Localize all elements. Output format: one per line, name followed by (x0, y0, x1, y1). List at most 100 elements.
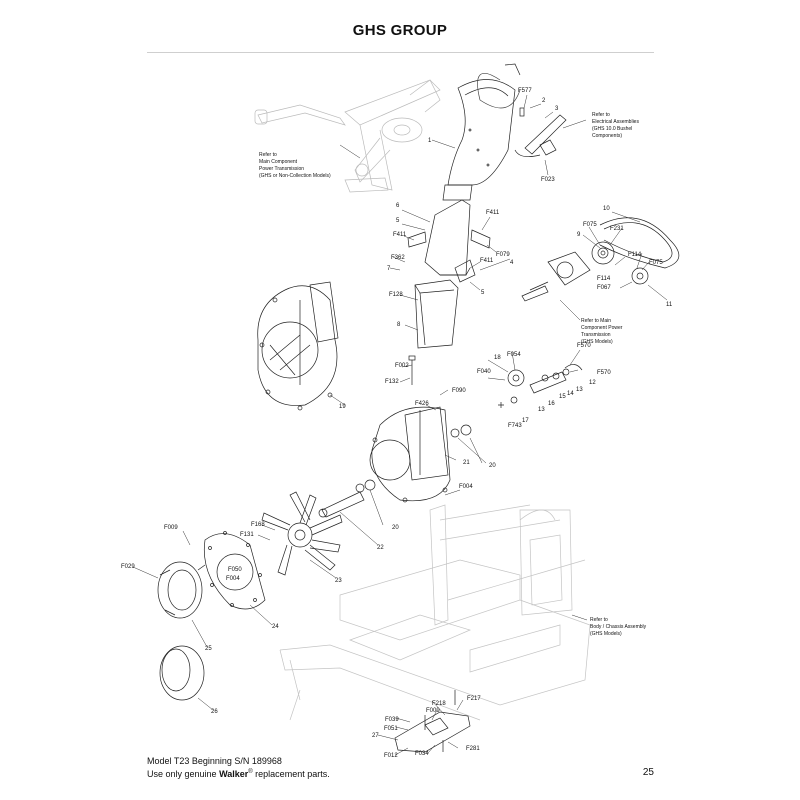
svg-text:Main Component: Main Component (259, 159, 298, 165)
fan-shaft-assembly (498, 364, 583, 408)
callout-f023: F023 (541, 177, 555, 183)
callout-f743: F743 (508, 423, 522, 429)
callout-25: 25 (205, 646, 212, 652)
pulley-9 (591, 241, 615, 265)
callout-f009b: F009 (426, 708, 440, 714)
callout-f362: F362 (391, 255, 405, 261)
fan-housing-rear-part (257, 281, 339, 411)
discharge-chute-part (442, 63, 521, 201)
svg-text:Refer to: Refer to (259, 152, 277, 158)
mount-bracket-part (394, 690, 471, 753)
callout-f012: F012 (384, 753, 398, 759)
callout-f577: F577 (518, 88, 532, 94)
svg-text:(GHS Models): (GHS Models) (581, 339, 613, 345)
svg-text:Transmission: Transmission (581, 332, 611, 338)
svg-text:Refer to: Refer to (592, 112, 610, 118)
fan-housing-front-part (369, 406, 451, 503)
chute-control-linkage-part (514, 107, 567, 157)
bearings-20 (355, 424, 472, 493)
chute-base-part (407, 199, 491, 283)
hose-collar-part (159, 645, 205, 701)
callout-f075a: F075 (583, 222, 597, 228)
brand-name: Walker (219, 769, 249, 779)
refer-note-electrical: Refer to Electrical Assemblies (GHS 10.0… (592, 112, 639, 139)
callout-20b: 20 (392, 525, 399, 531)
callout-21: 21 (463, 460, 470, 466)
page-title: GHS GROUP (352, 22, 448, 39)
refer-note-main-power: Refer to Main Component Power Transmissi… (581, 318, 623, 345)
callout-17: 17 (522, 418, 529, 424)
page-number: 25 (642, 767, 654, 778)
callout-labels: F577 2 3 1 F023 6 5 F411 F411 F079 7 F36… (121, 88, 673, 759)
footer-model-line: Model T23 Beginning S/N 189968 (147, 756, 282, 766)
refer-note-body-chassis: Refer to Body / Chassis Assembly (GHS Mo… (590, 617, 647, 637)
footer: Model T23 Beginning S/N 189968 Use only … (147, 756, 330, 780)
ghost-chassis-drawing (279, 504, 591, 721)
callout-f002: F002 (395, 363, 409, 369)
callout-f411c: F411 (480, 258, 494, 264)
callout-3: 3 (555, 106, 559, 112)
callout-f039: F039 (385, 717, 399, 723)
callout-f051: F051 (384, 726, 398, 732)
callout-f426: F426 (415, 401, 429, 407)
callout-f570a: F570 (577, 343, 591, 349)
callout-15: 15 (559, 394, 566, 400)
bolt-f002 (408, 355, 416, 385)
callout-f004a: F004 (459, 484, 473, 490)
callout-8: 8 (397, 322, 401, 328)
callout-f131: F131 (240, 532, 254, 538)
callout-f570b: F570 (597, 370, 611, 376)
callout-27: 27 (372, 733, 379, 739)
callout-f411b: F411 (486, 210, 500, 216)
callout-14: 14 (567, 391, 574, 397)
callout-4: 4 (510, 260, 514, 266)
drive-belt-part (599, 217, 680, 269)
callout-19: 19 (339, 404, 346, 410)
svg-text:(GHS Models): (GHS Models) (590, 631, 622, 637)
callout-f114a: F114 (628, 252, 642, 258)
svg-text:Body / Chassis Assembly: Body / Chassis Assembly (590, 624, 647, 630)
callout-f132: F132 (385, 379, 399, 385)
callout-f004b: F004 (226, 576, 240, 582)
callout-10: 10 (603, 206, 610, 212)
callout-f079: F079 (496, 252, 510, 258)
callout-f231: F231 (610, 226, 624, 232)
svg-text:Component Power: Component Power (581, 325, 623, 331)
inlet-ring-part (157, 561, 206, 619)
cover-plate-part (203, 531, 266, 610)
callout-13b: 13 (538, 407, 545, 413)
callout-f029: F029 (121, 564, 135, 570)
fan-impeller-part (261, 491, 343, 576)
callout-f128: F128 (389, 292, 403, 298)
callout-f054: F054 (507, 352, 521, 358)
svg-text:Power Transmission: Power Transmission (259, 166, 304, 172)
callout-f075b: F075 (649, 260, 663, 266)
callout-6: 6 (396, 203, 400, 209)
callout-leaders (132, 94, 668, 756)
refer-note-main-component: Refer to Main Component Power Transmissi… (259, 152, 331, 179)
callout-1: 1 (428, 138, 432, 144)
callout-f034: F034 (415, 751, 429, 757)
callout-16: 16 (548, 401, 555, 407)
title-divider (147, 52, 654, 53)
callout-f217: F217 (467, 696, 481, 702)
ghost-transmission-drawing (254, 79, 441, 193)
fan-shaft-22 (318, 491, 365, 518)
callout-23: 23 (335, 578, 342, 584)
svg-text:Refer to: Refer to (590, 617, 608, 623)
callout-7: 7 (387, 266, 391, 272)
svg-text:Components): Components) (592, 133, 622, 139)
callout-18: 18 (494, 355, 501, 361)
svg-text:Electrical Assemblies: Electrical Assemblies (592, 119, 639, 125)
svg-text:Refer to Main: Refer to Main (581, 318, 611, 324)
svg-text:(GHS 10.0 Bushel: (GHS 10.0 Bushel (592, 126, 632, 132)
callout-24: 24 (272, 624, 279, 630)
callout-20a: 20 (489, 463, 496, 469)
callout-f411a: F411 (393, 232, 407, 238)
callout-f168: F168 (251, 522, 265, 528)
callout-5a: 5 (396, 218, 400, 224)
callout-f067: F067 (597, 285, 611, 291)
svg-text:(GHS or Non-Collection Models): (GHS or Non-Collection Models) (259, 173, 331, 179)
callout-f040: F040 (477, 369, 491, 375)
